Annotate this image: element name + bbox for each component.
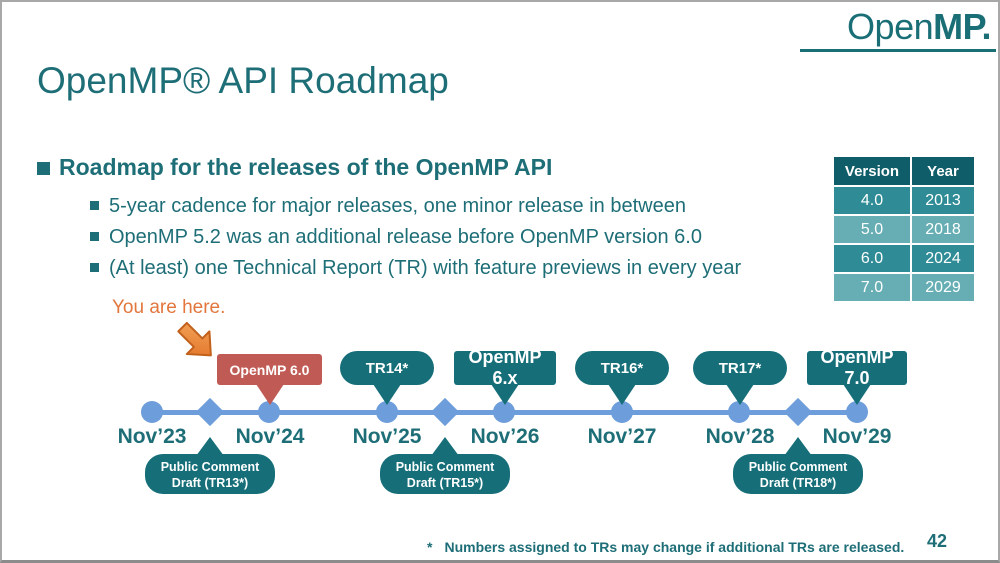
table-row: 4.0 2013 — [834, 187, 974, 214]
footnote: * Numbers assigned to TRs may change if a… — [427, 539, 904, 555]
draft-line2: Draft (TR13*) — [171, 476, 249, 491]
logo-underline — [800, 49, 996, 52]
table-header-version: Version — [834, 157, 910, 185]
timeline-node-circle-nov24 — [258, 401, 280, 423]
version-table: Version Year 4.0 2013 5.0 2018 6.0 2024 … — [832, 155, 976, 303]
callout-tr17: TR17* — [693, 351, 787, 385]
callout-pointer — [491, 384, 519, 405]
table-cell-version: 4.0 — [834, 187, 910, 214]
draft-callout-tr18: Public Comment Draft (TR18*) — [733, 454, 863, 494]
callout-label: OpenMP 6.0 — [229, 361, 310, 378]
table-row: 5.0 2018 — [834, 216, 974, 243]
table-cell-year: 2029 — [912, 274, 974, 301]
draft-pointer — [784, 437, 812, 456]
draft-line2: Draft (TR15*) — [406, 476, 484, 491]
timeline-node-circle-nov25 — [376, 401, 398, 423]
page-number: 42 — [926, 531, 947, 551]
draft-line1: Public Comment — [160, 460, 260, 474]
logo-dot: . — [981, 6, 991, 47]
timeline-year-label: Nov’26 — [470, 425, 540, 448]
callout-tr16: TR16* — [575, 351, 669, 385]
bullet-sub-2-text: OpenMP 5.2 was an additional release bef… — [109, 226, 702, 248]
table-row: 6.0 2024 — [834, 245, 974, 272]
table-header-year: Year — [912, 157, 974, 185]
callout-pointer — [608, 384, 636, 405]
page-title: OpenMP® API Roadmap — [37, 60, 449, 101]
timeline-node-circle-nov28 — [728, 401, 750, 423]
table-cell-year: 2013 — [912, 187, 974, 214]
bullet-sub-1-text: 5-year cadence for major releases, one m… — [109, 195, 686, 217]
table-header-row: Version Year — [834, 157, 974, 185]
callout-label: TR17* — [718, 359, 762, 377]
you-are-here-arrow-icon — [177, 321, 212, 357]
draft-callout-tr13: Public Comment Draft (TR13*) — [145, 454, 275, 494]
bullet-square-icon — [90, 232, 99, 241]
timeline-node-circle-nov23 — [141, 401, 163, 423]
timeline-node-diamond-2 — [430, 397, 460, 427]
you-are-here-label: You are here. — [112, 297, 226, 318]
callout-label: OpenMP 6.x — [468, 347, 542, 388]
timeline-node-circle-nov26 — [493, 401, 515, 423]
bullet-main: Roadmap for the releases of the OpenMP A… — [37, 154, 552, 181]
table-cell-year: 2024 — [912, 245, 974, 272]
timeline-node-circle-nov29 — [846, 401, 868, 423]
timeline-node-diamond-3 — [783, 397, 813, 427]
timeline-year-label: Nov’24 — [235, 425, 305, 448]
logo-open-text: Open — [847, 6, 934, 47]
timeline-year-label: Nov’29 — [822, 425, 892, 448]
logo-mp-text: MP — [933, 6, 982, 47]
openmp-logo: OpenMP. — [847, 6, 991, 48]
callout-label: TR16* — [600, 359, 644, 377]
callout-pointer — [373, 384, 401, 405]
footnote-asterisk: * — [427, 539, 433, 555]
timeline-node-diamond-1 — [195, 397, 225, 427]
timeline-year-label: Nov’23 — [117, 425, 187, 448]
table-cell-version: 6.0 — [834, 245, 910, 272]
bullet-sub-1: 5-year cadence for major releases, one m… — [90, 195, 686, 218]
bullet-square-icon — [90, 201, 99, 210]
table-cell-year: 2018 — [912, 216, 974, 243]
draft-line1: Public Comment — [395, 460, 495, 474]
draft-line2: Draft (TR18*) — [759, 476, 837, 491]
callout-openmp-6.0: OpenMP 6.0 — [217, 354, 322, 385]
bullet-sub-3-text: (At least) one Technical Report (TR) wit… — [109, 257, 742, 279]
callout-label: OpenMP 7.0 — [820, 347, 894, 388]
callout-pointer — [726, 384, 754, 405]
bullet-square-icon — [37, 162, 50, 175]
bullet-main-text: Roadmap for the releases of the OpenMP A… — [59, 154, 553, 180]
table-cell-version: 5.0 — [834, 216, 910, 243]
callout-openmp-7.0: OpenMP 7.0 — [807, 347, 907, 388]
bullet-sub-3: (At least) one Technical Report (TR) wit… — [90, 257, 741, 280]
callout-tr14: TR14* — [340, 351, 434, 385]
timeline-year-label: Nov’28 — [705, 425, 775, 448]
callout-openmp-6.x: OpenMP 6.x — [454, 347, 556, 388]
callout-pointer — [256, 384, 284, 405]
draft-pointer — [431, 437, 459, 456]
callout-label: TR14* — [365, 359, 409, 377]
timeline-node-circle-nov27 — [611, 401, 633, 423]
table-row: 7.0 2029 — [834, 274, 974, 301]
timeline-year-label: Nov’27 — [587, 425, 657, 448]
draft-line1: Public Comment — [748, 460, 848, 474]
bullet-sub-2: OpenMP 5.2 was an additional release bef… — [90, 226, 702, 249]
bullet-square-icon — [90, 263, 99, 272]
timeline-year-label: Nov’25 — [352, 425, 422, 448]
callout-pointer — [843, 384, 871, 405]
draft-pointer — [196, 437, 224, 456]
footnote-text: Numbers assigned to TRs may change if ad… — [444, 539, 905, 555]
table-cell-version: 7.0 — [834, 274, 910, 301]
draft-callout-tr15: Public Comment Draft (TR15*) — [380, 454, 510, 494]
